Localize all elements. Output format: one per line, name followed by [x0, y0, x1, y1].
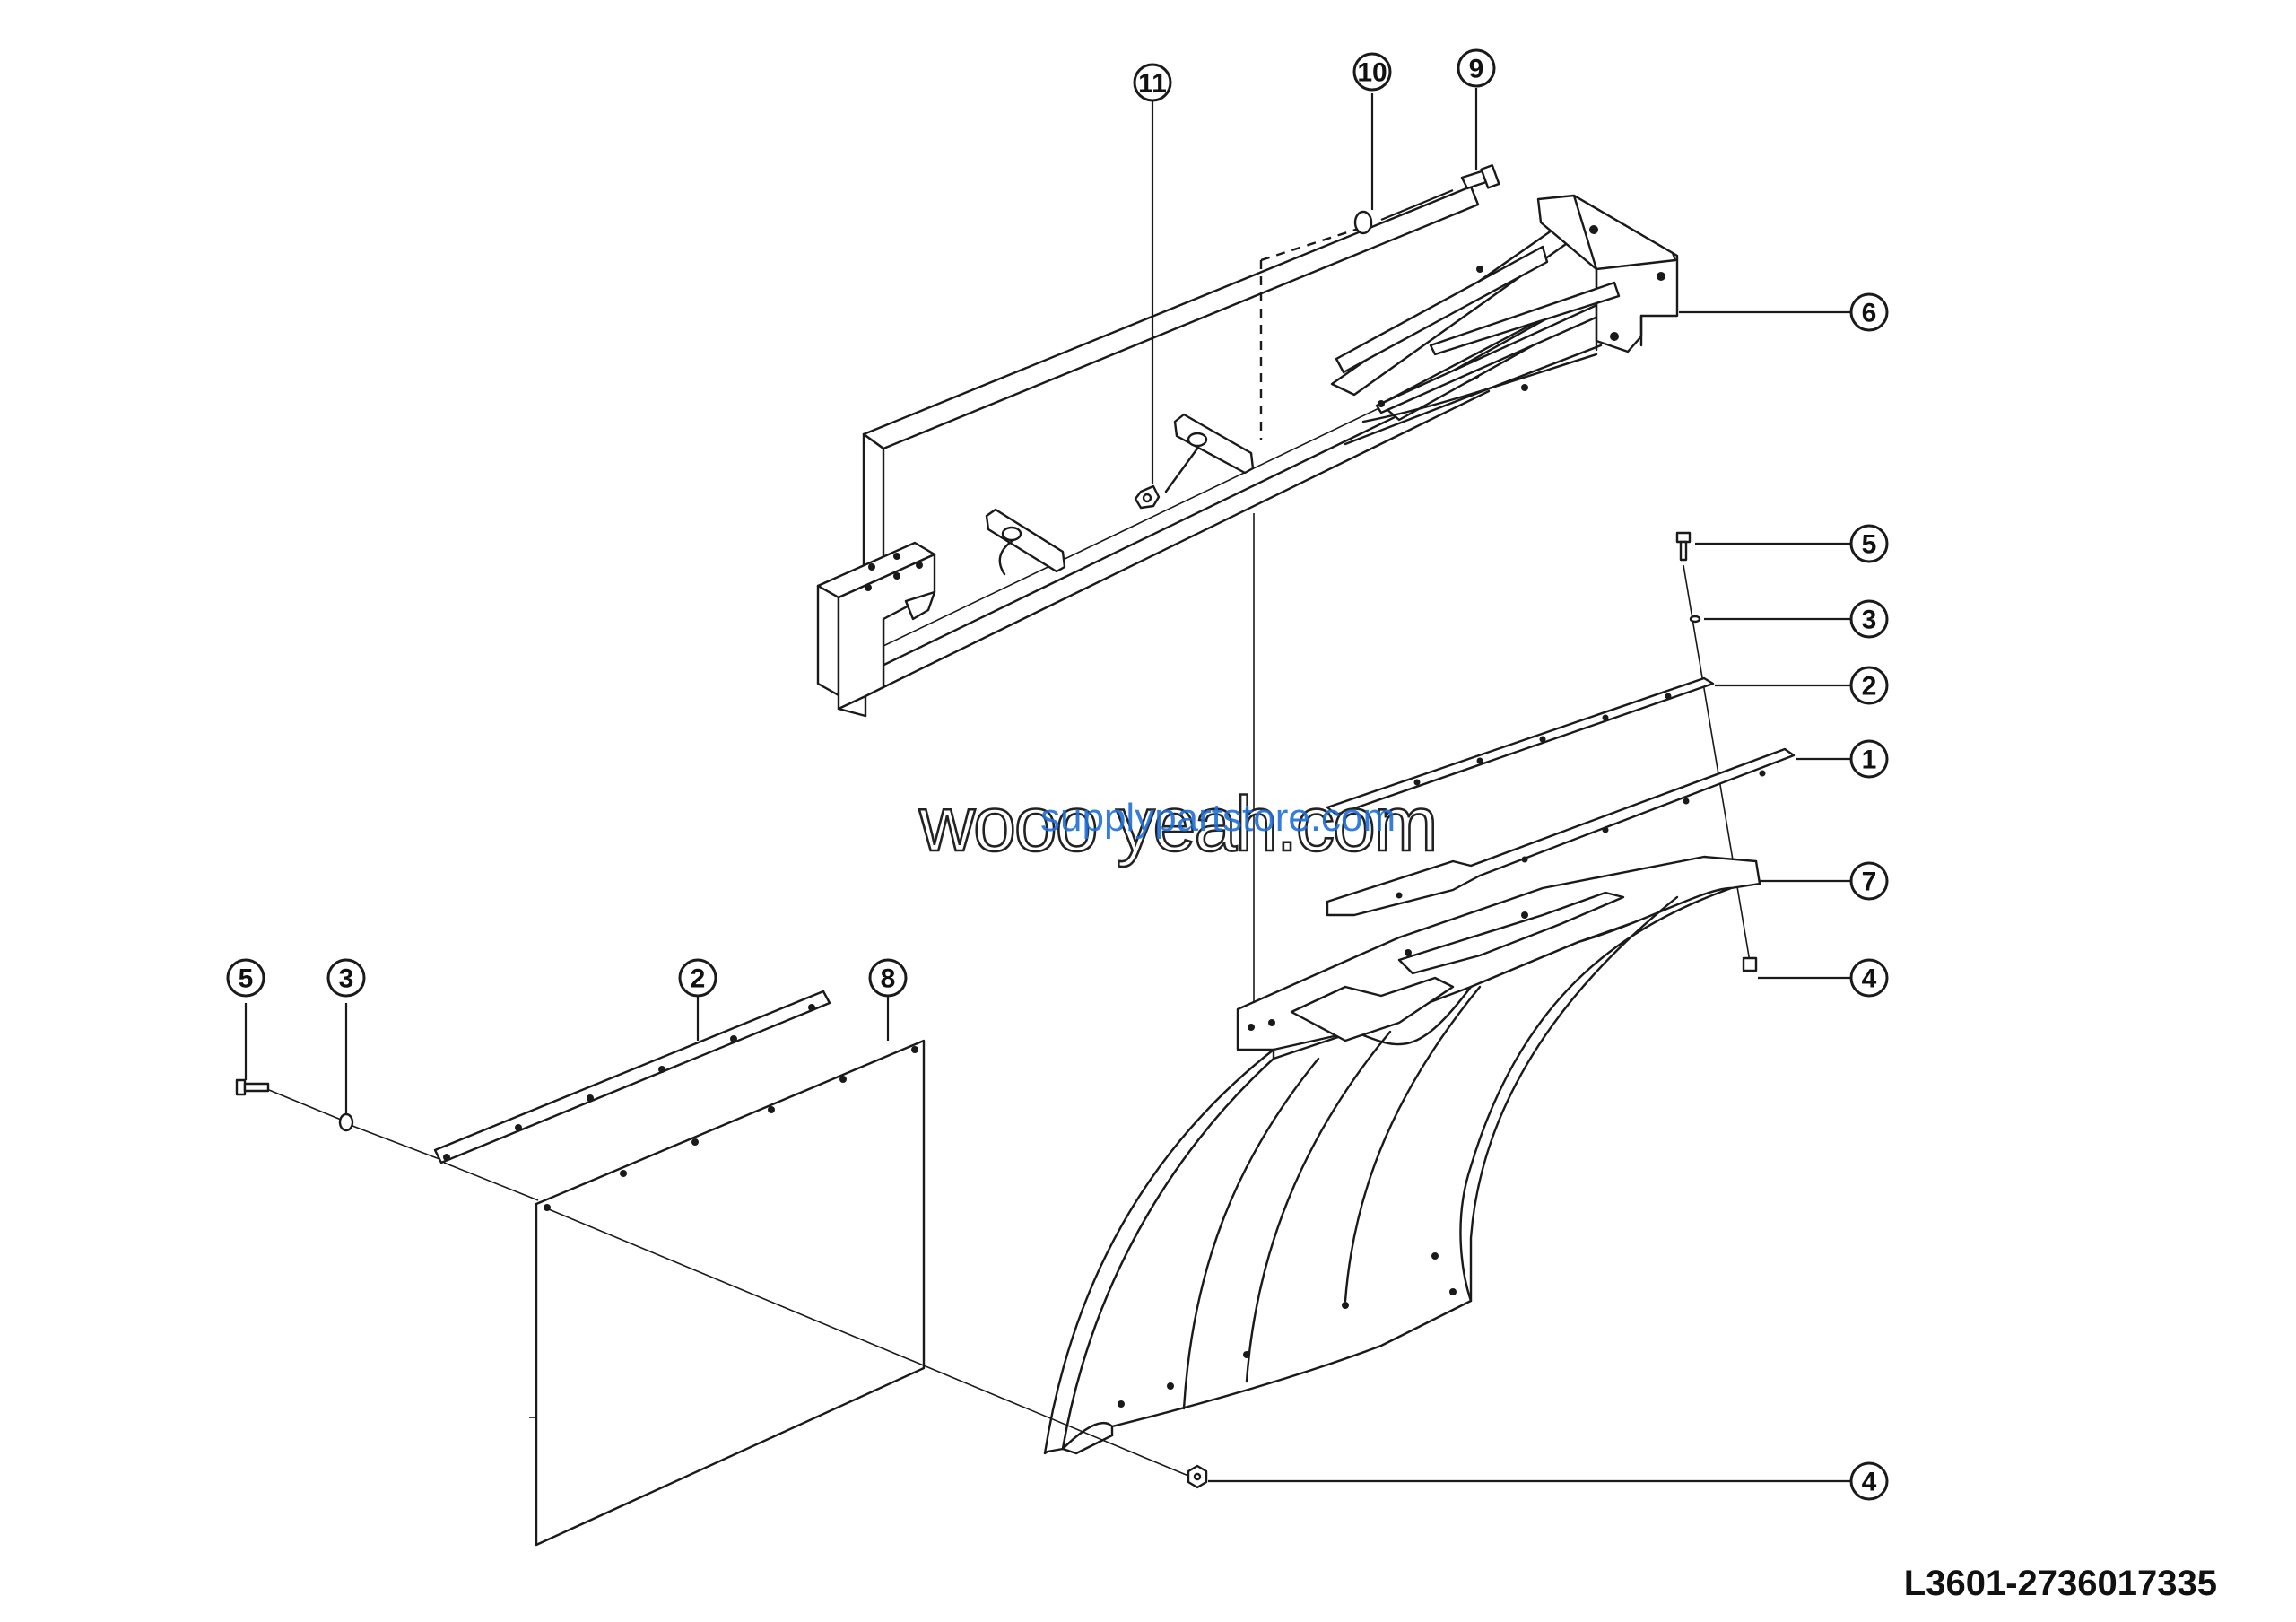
callout-label: 7	[1862, 868, 1877, 897]
screw-part-5-left	[235, 1078, 270, 1096]
callout-label: 2	[691, 964, 706, 994]
callout-5-right: 5	[1849, 524, 1889, 563]
callout-3-left: 3	[326, 958, 366, 998]
leader-lines	[244, 88, 1851, 1483]
callout-label: 1	[1862, 746, 1877, 775]
callout-label: 6	[1862, 299, 1877, 328]
washer-part-3-left	[338, 1112, 354, 1132]
callout-label: 3	[1862, 606, 1877, 635]
callout-label: 2	[1862, 672, 1877, 702]
assembly-line	[1683, 564, 1752, 968]
assembly-line	[443, 1162, 539, 1201]
plate-part-1	[1326, 747, 1796, 917]
washer-part-3-right	[1689, 615, 1701, 624]
callout-6: 6	[1849, 292, 1889, 332]
callout-4-right: 4	[1849, 958, 1889, 998]
callout-11: 11	[1133, 63, 1172, 102]
callout-2-right: 2	[1849, 666, 1889, 705]
assembly-line	[352, 1125, 440, 1160]
callout-label: 5	[239, 964, 254, 994]
bolt-part-9	[1460, 164, 1500, 190]
callout-label: 3	[339, 964, 354, 994]
callout-2-left: 2	[678, 958, 718, 998]
fender-part-7	[1043, 855, 1761, 1455]
assembly-line	[548, 1208, 1189, 1477]
screw-part-5-right	[1675, 531, 1692, 562]
callout-label: 8	[881, 964, 896, 994]
callout-label: 4	[1862, 1468, 1877, 1497]
nut-part-4-right	[1742, 956, 1758, 972]
callout-label: 11	[1138, 69, 1167, 99]
callout-9: 9	[1457, 48, 1496, 88]
callout-7: 7	[1849, 861, 1889, 901]
callout-1: 1	[1849, 739, 1889, 779]
reference-code: L3601-2736017335	[1903, 1564, 2217, 1603]
assembly-dashed-line	[1260, 222, 1373, 262]
support-beam-part-6	[816, 185, 1679, 718]
callout-10: 10	[1352, 52, 1392, 92]
callout-label: 4	[1862, 964, 1877, 994]
watermark-main: wooo yeah.com	[918, 781, 1436, 868]
callout-label: 5	[1862, 530, 1877, 560]
callout-5-left: 5	[226, 958, 265, 998]
washer-part-10	[1353, 210, 1373, 235]
nut-part-11	[1134, 484, 1161, 510]
watermark-secondary: supplypartstore.com	[1040, 796, 1396, 840]
nut-part-4-bottom	[1187, 1464, 1208, 1489]
callout-3-right: 3	[1849, 599, 1889, 639]
callout-8: 8	[868, 958, 908, 998]
flap-part-8	[529, 1039, 926, 1547]
strip-part-2-right	[1326, 676, 1715, 816]
assembly-line	[268, 1089, 342, 1121]
callout-4-bottom: 4	[1849, 1461, 1889, 1501]
strip-part-2-left	[433, 990, 831, 1164]
callout-label: 10	[1357, 58, 1387, 88]
assembly-line	[1380, 188, 1454, 222]
callout-label: 9	[1469, 55, 1484, 84]
